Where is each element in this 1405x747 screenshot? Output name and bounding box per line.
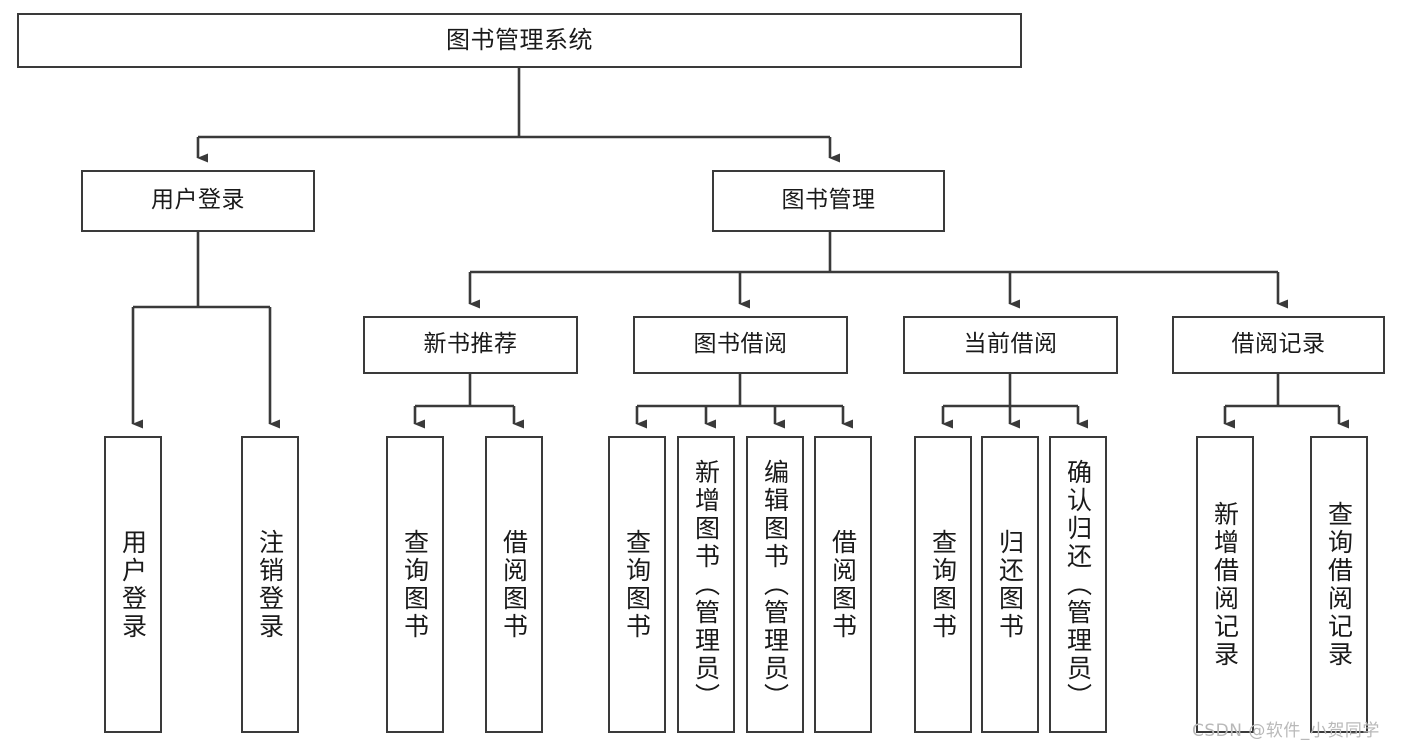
- leaf-confirm-return-admin[interactable]: 确认归还（管理员）: [1049, 436, 1107, 733]
- node-label: 编辑图书（管理员）: [760, 458, 790, 711]
- node-label: 新增借阅记录: [1210, 500, 1240, 669]
- node-label: 借阅图书: [499, 528, 529, 641]
- leaf-query-borrow-record[interactable]: 查询借阅记录: [1310, 436, 1368, 733]
- node-book-manage[interactable]: 图书管理: [712, 170, 945, 232]
- node-label: 用户登录: [151, 187, 245, 214]
- leaf-logout-login[interactable]: 注销登录: [241, 436, 299, 733]
- node-label: 查询图书: [928, 528, 958, 641]
- node-label: 查询图书: [400, 528, 430, 641]
- leaf-add-book-admin[interactable]: 新增图书（管理员）: [677, 436, 735, 733]
- node-label: 用户登录: [118, 528, 148, 641]
- node-label: 图书借阅: [693, 331, 788, 358]
- node-label: 当前借阅: [963, 331, 1058, 358]
- leaf-edit-book-admin[interactable]: 编辑图书（管理员）: [746, 436, 804, 733]
- node-borrow-record[interactable]: 借阅记录: [1172, 316, 1385, 374]
- node-label: 查询图书: [622, 528, 652, 641]
- node-label: 借阅记录: [1231, 331, 1326, 358]
- node-label: 图书管理: [781, 187, 876, 214]
- node-label: 新增图书（管理员）: [691, 458, 721, 711]
- node-label: 注销登录: [255, 528, 285, 641]
- leaf-query-book-borrow[interactable]: 查询图书: [608, 436, 666, 733]
- node-label: 新书推荐: [423, 331, 518, 358]
- leaf-user-login[interactable]: 用户登录: [104, 436, 162, 733]
- node-user-login[interactable]: 用户登录: [81, 170, 315, 232]
- leaf-add-borrow-record[interactable]: 新增借阅记录: [1196, 436, 1254, 733]
- node-label: 图书管理系统: [446, 26, 593, 55]
- node-new-book-recommend[interactable]: 新书推荐: [363, 316, 578, 374]
- leaf-borrow-book-recommend[interactable]: 借阅图书: [485, 436, 543, 733]
- node-current-borrow[interactable]: 当前借阅: [903, 316, 1118, 374]
- node-root-book-management-system[interactable]: 图书管理系统: [17, 13, 1022, 68]
- leaf-borrow-book[interactable]: 借阅图书: [814, 436, 872, 733]
- leaf-query-book-current[interactable]: 查询图书: [914, 436, 972, 733]
- node-label: 确认归还（管理员）: [1063, 458, 1093, 711]
- leaf-return-book[interactable]: 归还图书: [981, 436, 1039, 733]
- node-label: 归还图书: [995, 528, 1025, 641]
- node-label: 借阅图书: [828, 528, 858, 641]
- node-book-borrow[interactable]: 图书借阅: [633, 316, 848, 374]
- csdn-watermark: CSDN @软件_小贺同学: [1192, 721, 1380, 741]
- node-label: 查询借阅记录: [1324, 500, 1354, 669]
- leaf-query-book-recommend[interactable]: 查询图书: [386, 436, 444, 733]
